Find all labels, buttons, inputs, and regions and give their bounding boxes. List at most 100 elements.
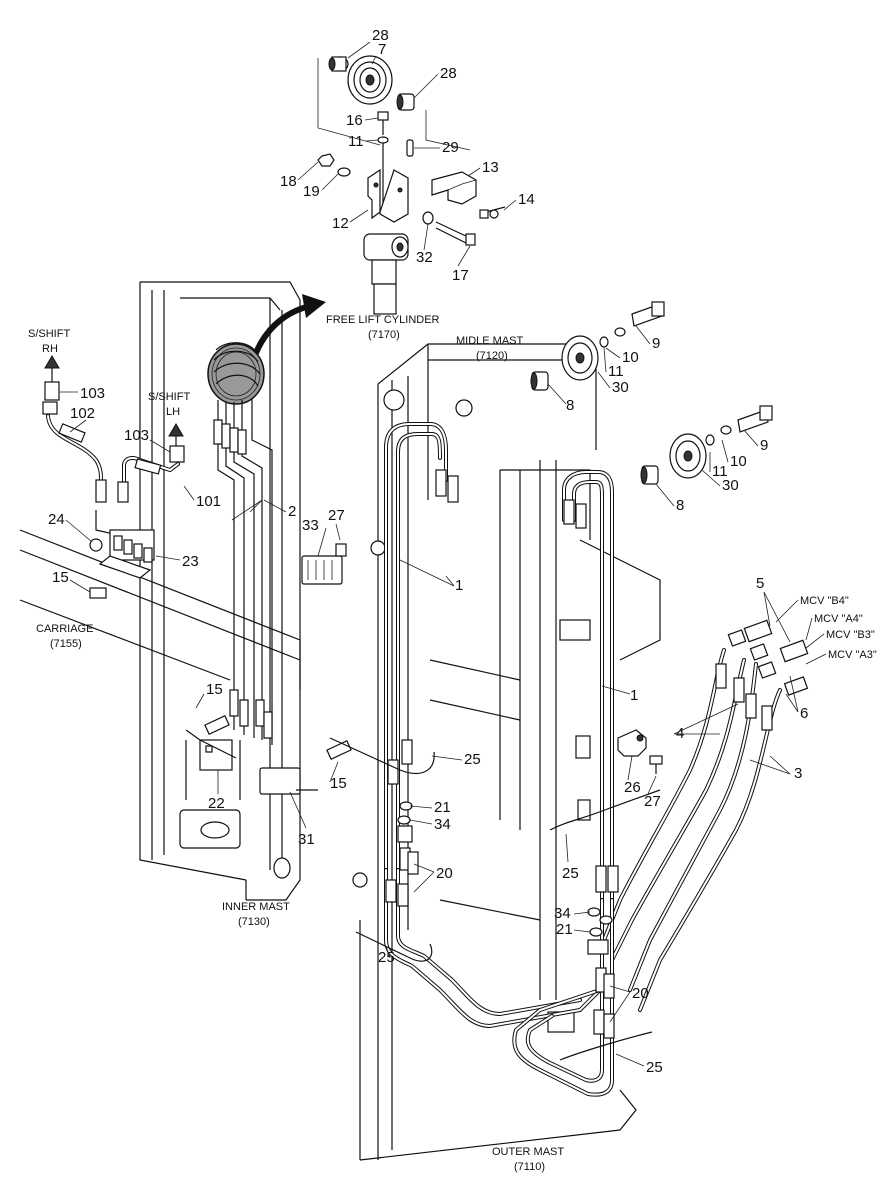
part-number: 103	[124, 427, 149, 444]
assembly-captions: FREE LIFT CYLINDER (7170) MIDLE MAST (71…	[28, 314, 877, 1173]
bracket-13	[431, 171, 477, 205]
pin-29	[406, 139, 414, 157]
part-number: 11	[608, 363, 624, 380]
part-number: 6	[800, 705, 808, 722]
part-number: 33	[302, 517, 319, 534]
washer-19	[337, 167, 351, 177]
part-number: 27	[644, 793, 661, 810]
part-number: 1	[455, 577, 463, 594]
part-number: 8	[566, 397, 574, 414]
cable-ties-25	[329, 737, 661, 1061]
inner-mast-code: (7130)	[238, 916, 270, 928]
cylinder-head	[363, 233, 409, 315]
part-number: 102	[70, 405, 95, 422]
part-number: 30	[612, 379, 629, 396]
part-number: 9	[652, 335, 660, 352]
part-number: 27	[328, 507, 345, 524]
hose-coil-bundle	[207, 342, 265, 405]
part-number: 14	[518, 191, 535, 208]
curved-arrow-icon	[249, 294, 326, 365]
part-number: 25	[646, 1059, 663, 1076]
part-number: 10	[622, 349, 639, 366]
side-shift-hoses	[42, 355, 185, 503]
part-number: 21	[556, 921, 573, 938]
part-number: 34	[434, 816, 451, 833]
part-number: 28	[372, 27, 389, 44]
part-number: 28	[440, 65, 457, 82]
bolt-17	[435, 221, 476, 246]
outer-mast-code: (7110)	[514, 1161, 545, 1173]
hoses-1-left	[384, 422, 459, 872]
inner-mast-caption: INNER MAST	[222, 901, 290, 913]
part-number: 15	[206, 681, 223, 698]
part-number: 8	[676, 497, 684, 514]
leader-lines	[60, 325, 799, 1067]
part-number: 12	[332, 215, 349, 232]
part-number: 21	[434, 799, 451, 816]
mcv-a3-caption: MCV "A3"	[828, 649, 877, 661]
bolt-14	[479, 206, 506, 219]
mcv-b3-caption: MCV "B3"	[826, 629, 875, 641]
bracket-12	[367, 168, 409, 223]
spacer-28-right	[396, 93, 415, 111]
part-number: 25	[464, 751, 481, 768]
part-number: 22	[208, 795, 225, 812]
midle-mast-caption: MIDLE MAST	[456, 335, 524, 347]
part-number-labels: 9 10 11 30 8 9 10 11 30 8 103 102 103 10…	[48, 335, 808, 1076]
carriage	[19, 510, 352, 795]
sshift-rh-side: RH	[42, 343, 58, 355]
part-number: 5	[756, 575, 764, 592]
part-number: 103	[80, 385, 105, 402]
part-number: 9	[760, 437, 768, 454]
mcv-a4-caption: MCV "A4"	[814, 613, 863, 625]
part-number: 19	[303, 183, 320, 200]
part-number: 15	[330, 775, 347, 792]
part-number: 30	[722, 477, 739, 494]
free-lift-cylinder-caption: FREE LIFT CYLINDER	[326, 314, 440, 326]
outer-mast-frame	[352, 343, 661, 1161]
midle-mast-code: (7120)	[476, 350, 508, 362]
part-number: 2	[288, 503, 296, 520]
part-number: 10	[730, 453, 747, 470]
part-number: 23	[182, 553, 199, 570]
part-number: 17	[452, 267, 469, 284]
part-number: 26	[624, 779, 641, 796]
part-number: 3	[794, 765, 802, 782]
part-number: 25	[562, 865, 579, 882]
clamp-26	[617, 729, 663, 774]
roller-assembly-upper	[530, 301, 665, 391]
carriage-code: (7155)	[50, 638, 82, 650]
part-number: 16	[346, 112, 363, 129]
outer-mast-caption: OUTER MAST	[492, 1146, 564, 1158]
part-number: 34	[554, 905, 571, 922]
hoses-1-right	[562, 470, 619, 902]
sshift-lh-caption: S/SHIFT	[148, 391, 190, 403]
sshift-lh-side: LH	[166, 406, 180, 418]
sshift-rh-caption: S/SHIFT	[28, 328, 70, 340]
hoses-3-4	[598, 648, 782, 1012]
part-number: 31	[298, 831, 315, 848]
inner-mast-hoses-2	[213, 398, 273, 745]
carriage-caption: CARRIAGE	[36, 623, 93, 635]
part-number: 32	[416, 249, 433, 266]
part-number: 25	[378, 949, 395, 966]
part-number: 18	[280, 173, 297, 190]
part-number: 4	[676, 725, 684, 742]
part-number: 11	[712, 463, 728, 480]
part-number: 101	[196, 493, 221, 510]
nut-18	[317, 153, 335, 167]
part-number: 20	[632, 985, 649, 1002]
free-lift-cylinder-assembly: 28 7 28 16 11 29 13 18 19 14 12 32 17	[280, 27, 535, 315]
roller-assembly-lower	[640, 405, 773, 485]
spacer-28-left	[328, 56, 349, 72]
free-lift-cylinder-code: (7170)	[368, 329, 400, 341]
mcv-fittings	[727, 619, 809, 696]
part-number: 20	[436, 865, 453, 882]
part-number: 13	[482, 159, 499, 176]
washer-32	[422, 211, 434, 225]
sheave-7	[347, 55, 393, 105]
part-number: 11	[348, 133, 364, 150]
part-number: 24	[48, 511, 65, 528]
